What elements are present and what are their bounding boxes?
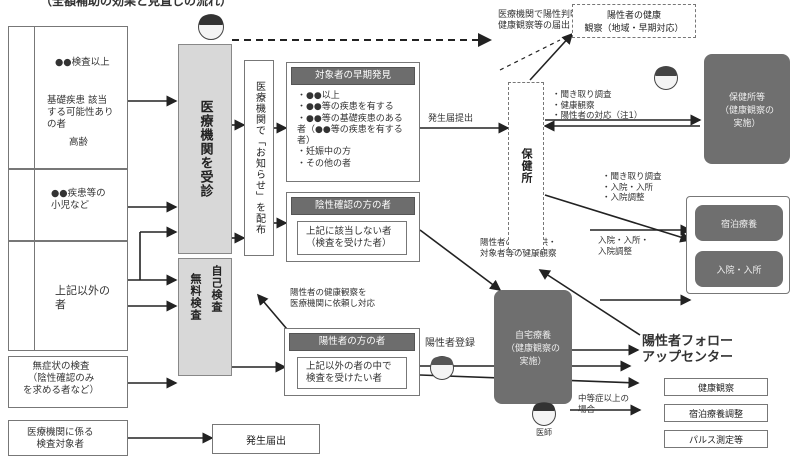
- group1-line2: 基礎疾患 該当 する可能性あり の者: [47, 95, 114, 130]
- box2-text: 上記に該当しない者 （検査を受けた者）: [306, 226, 392, 249]
- box3-inner: 上記以外の者の中で 検査を受けたい者: [297, 357, 407, 389]
- follow-item-1: 健康観察: [664, 378, 768, 396]
- gray-box-home-care: 自宅療養 （健康観察の 実施）: [494, 290, 572, 404]
- left-group-4: 無症状の検査 （陰性確認のみ を求める者など）: [8, 356, 128, 408]
- box3-header: 陽性者の方の者: [289, 333, 415, 351]
- g4-label: 自宅療養 （健康観察の 実施）: [505, 330, 560, 367]
- right-list-mid2: 入院・入所・ 入院調整: [598, 236, 650, 257]
- group1-line3: 高齢: [69, 137, 89, 148]
- g1-label: 保健所等 （健康観察の 実施）: [719, 92, 774, 129]
- notice-label: 医療機関で「お知らせ」を配布: [253, 81, 265, 235]
- self-test-label: 自己検査: [210, 265, 223, 313]
- box3-text: 上記以外の者の中で 検査を受けたい者: [306, 361, 392, 384]
- group2-label: ●●疾患等の 小児など: [51, 188, 106, 211]
- follow-item-3: パルス測定等: [664, 430, 768, 448]
- group3-label: 上記以外の 者: [55, 284, 110, 311]
- send-report-label: 発生届提出: [428, 114, 474, 124]
- target-box-1: 対象者の早期発見 ・●●以上 ・●●等の疾患を有する ・●●等の基礎疾患のある …: [286, 62, 420, 182]
- free-test-label: 無料検査: [189, 273, 202, 321]
- left-group-3: 上記以外の 者: [8, 241, 128, 351]
- target-box-2: 陰性確認の方の者 上記に該当しない者 （検査を受けた者）: [286, 192, 420, 262]
- left-group-1: ●●検査以上 基礎疾患 該当 する可能性あり の者 高齢: [8, 26, 128, 169]
- top-right-box: 陽性者の健康 観察（地域・早期対応）: [572, 4, 696, 38]
- left-group-2: ●●疾患等の 小児など: [8, 169, 128, 241]
- g2-label: 宿泊療養: [720, 219, 757, 230]
- doctor-label: 医師: [536, 428, 552, 437]
- nurse-face-icon: [654, 66, 678, 90]
- health-center-label: 保健所: [520, 148, 533, 184]
- medical-institution-box: 医療機関を受診: [178, 44, 232, 254]
- group5-label: 医療機関に係る 検査対象者: [27, 427, 94, 450]
- mid-left-note: 陽性者の健康観察を 医療機関に依頼し対応: [290, 288, 376, 309]
- bottom-right-note: 中等症以上の 場合: [578, 394, 630, 415]
- group1-line1: ●●検査以上: [55, 57, 110, 68]
- box2-header: 陰性確認の方の者: [291, 197, 415, 215]
- register-label: 陽性者登録: [425, 338, 475, 349]
- box1-text: ・●●以上 ・●●等の疾患を有する ・●●等の基礎疾患のある 者（●●等の疾患を…: [297, 91, 403, 169]
- patient-face-icon: [430, 356, 454, 380]
- page-title: （全額補助の効果と見直しの流れ）: [40, 0, 233, 8]
- gray-box-hotel: 宿泊療養: [695, 205, 783, 241]
- follow-item-2-label: 宿泊療養調整: [688, 409, 743, 420]
- top-right-label: 陽性者の健康 観察（地域・早期対応）: [584, 11, 684, 34]
- bottom-center-label: 発生届出: [246, 435, 286, 447]
- follow-center-title: 陽性者フォロー アップセンター: [642, 334, 734, 366]
- bottom-center-box: 発生届出: [212, 424, 320, 454]
- follow-item-1-label: 健康観察: [697, 383, 734, 394]
- box1-header: 対象者の早期発見: [291, 67, 415, 85]
- doctor-bottom-face-icon: [532, 402, 556, 426]
- health-center-column: 保健所: [508, 82, 544, 250]
- doctor-face-icon: [198, 14, 224, 40]
- right-list-mid: ・聞き取り調査 ・入院・入所 ・入院調整: [602, 172, 662, 204]
- group4-label: 無症状の検査 （陰性確認のみ を求める者など）: [23, 361, 100, 396]
- self-test-box: 自己検査 無料検査: [178, 258, 232, 376]
- follow-item-3-label: パルス測定等: [688, 435, 743, 446]
- left-group-5: 医療機関に係る 検査対象者: [8, 420, 128, 456]
- top-dashed-label: 医療機関で陽性判明後の 健康観察等の届出: [498, 10, 598, 32]
- gray-box-hospital: 入院・入所: [695, 251, 783, 287]
- care-options-group: 宿泊療養 入院・入所: [686, 196, 790, 294]
- medical-institution-label: 医療機関を受診: [197, 100, 213, 198]
- g3-label: 入院・入所: [716, 265, 762, 276]
- box2-inner: 上記に該当しない者 （検査を受けた者）: [297, 221, 407, 255]
- gray-box-health-center: 保健所等 （健康観察の 実施）: [704, 54, 790, 164]
- right-list-top: ・聞き取り調査 ・健康観察 ・陽性者の対応（注1）: [552, 90, 643, 122]
- follow-item-2: 宿泊療養調整: [664, 404, 768, 422]
- target-box-3: 陽性者の方の者 上記以外の者の中で 検査を受けたい者: [284, 328, 420, 396]
- notice-box: 医療機関で「お知らせ」を配布: [244, 60, 274, 256]
